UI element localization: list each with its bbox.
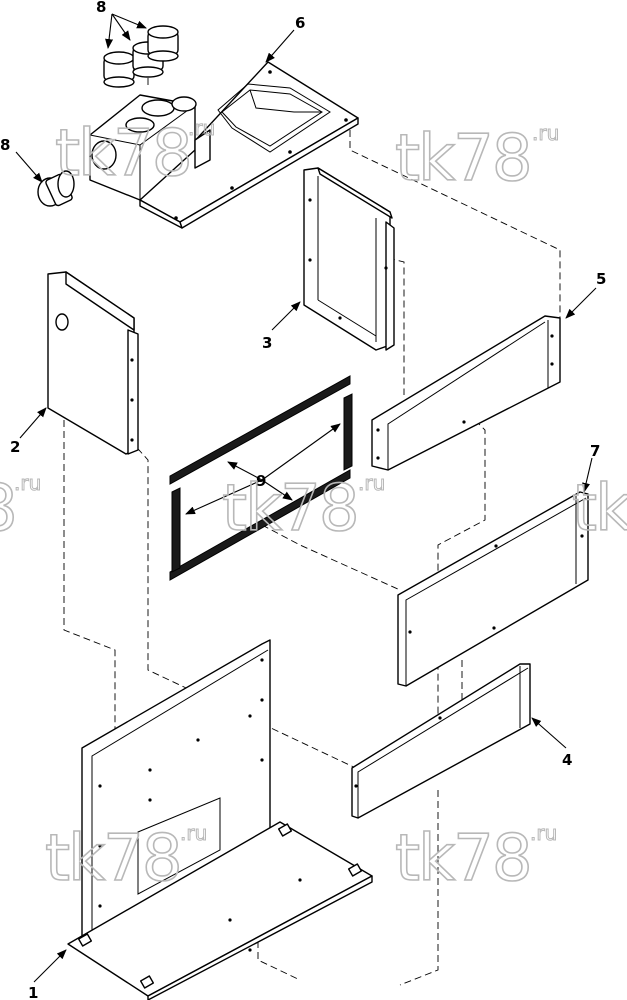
watermark-mid-left: tk78 .ru [0, 471, 42, 547]
watermark-top-right: tk78 .ru [394, 121, 560, 197]
watermark-bottom-right: tk78 .ru [394, 821, 558, 897]
callout-labels: 8 8 6 3 2 5 9 7 4 1 [0, 0, 606, 1000]
watermark-bottom-left: tk78 .ru [44, 821, 208, 897]
part-6-top-panel [89, 61, 359, 229]
part-3-frame [303, 167, 395, 351]
part-7-channel [397, 491, 589, 687]
watermark-suffix: .ru [180, 821, 207, 845]
callout-6: 6 [295, 14, 305, 32]
callout-8-top: 8 [96, 0, 106, 16]
watermark-main: tk78 [0, 472, 16, 546]
watermark-main: tk78 [572, 472, 627, 546]
watermark-suffix: .ru [188, 116, 215, 140]
callout-7: 7 [590, 442, 600, 460]
part-8-lamps [37, 25, 179, 207]
callout-leaders [15, 13, 597, 983]
watermark-suffix: .ru [532, 121, 559, 145]
watermarks: tk78 .ru tk78 .ru tk78 .ru tk78 .ru tk78… [0, 116, 627, 897]
watermark-mid-center: tk78 .ru [221, 471, 386, 547]
callout-5: 5 [596, 270, 606, 288]
watermark-main: tk78 [395, 822, 531, 896]
part-5-channel [371, 315, 561, 471]
watermark-main: tk78 [222, 472, 358, 546]
watermark-suffix: .ru [530, 821, 557, 845]
lamp-side [37, 170, 75, 207]
watermark-main: tk78 [45, 822, 181, 896]
part-9-gaskets [169, 375, 353, 581]
callout-9: 9 [256, 472, 266, 490]
callout-1: 1 [28, 984, 38, 1000]
watermark-top-left: tk78 .ru [54, 116, 216, 192]
part-1-base [67, 639, 373, 1000]
lamp-1 [103, 51, 135, 88]
callout-4: 4 [562, 751, 572, 769]
watermark-suffix: .ru [358, 471, 385, 495]
lamp-3 [147, 25, 179, 62]
watermark-main: tk78 [395, 122, 531, 196]
callout-3: 3 [262, 334, 272, 352]
callout-8-side: 8 [0, 136, 10, 154]
watermark-suffix: .ru [14, 471, 41, 495]
watermark-main: tk78 [55, 117, 191, 191]
callout-2: 2 [10, 438, 20, 456]
part-2-side-panel [47, 271, 139, 455]
part-4-channel [351, 663, 531, 819]
watermark-mid-right: tk78 [571, 471, 627, 547]
